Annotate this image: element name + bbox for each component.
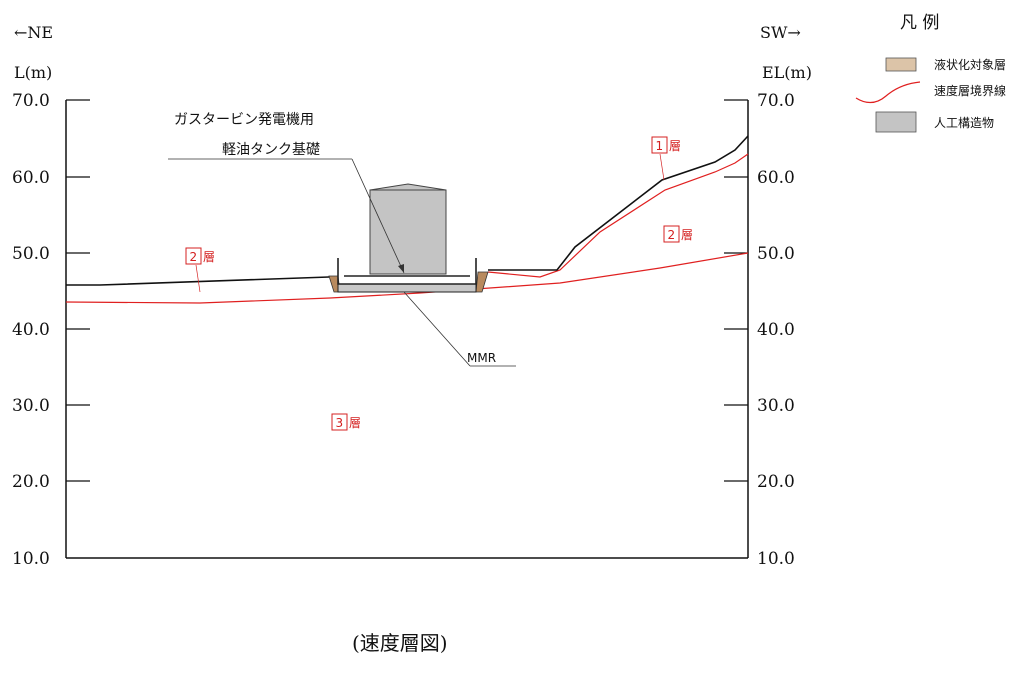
layer-label-3: 3 層 [331,413,361,431]
layer-suffix: 層 [681,228,693,242]
velocity-boundary-2-3 [65,252,749,304]
tick-label-right-60: 60.0 [757,168,795,188]
mmr-leader-line [403,291,471,367]
layer-number: 1 [656,139,664,153]
tick-label-left-20: 20.0 [12,472,50,492]
structure-leader-line [351,158,405,274]
layer-suffix: 層 [203,250,215,264]
foundation-walls [337,258,477,285]
legend-label-velocity-boundary: 速度層境界線 [934,83,1006,98]
layer-number: 3 [336,416,344,430]
legend: 凡 例 液状化対象層 速度層境界線 人工構造物 [855,13,1006,133]
liquefiable-layer-right [475,271,489,293]
layer-box [331,413,348,431]
mmr-label: MMR [467,351,496,365]
layer-number: 2 [190,250,198,264]
oil-tank [369,189,447,275]
tick-label-right-40: 40.0 [757,320,795,340]
legend-swatch-structure [875,111,917,133]
legend-label-liquefiable: 液状化対象層 [934,57,1006,72]
right-axis-label: EL(m) [762,63,812,82]
tick-label-right-70: 70.0 [757,91,795,111]
axis-ticks [66,99,748,482]
velocity-boundary-1-2 [487,153,749,278]
tick-label-left-50: 50.0 [12,244,50,264]
layer-2-left-leader [195,264,201,293]
structure-leader-arrow [398,264,404,273]
layer-label-2-left: 2 層 [185,247,215,265]
tick-label-left-30: 30.0 [12,396,50,416]
tick-label-left-60: 60.0 [12,168,50,188]
direction-right: SW→ [760,23,801,42]
tick-label-right-10: 10.0 [757,549,795,569]
tick-label-left-10: 10.0 [12,549,50,569]
tick-label-right-30: 30.0 [757,396,795,416]
tick-label-left-40: 40.0 [12,320,50,340]
layer-1-leader [659,153,665,181]
layer-suffix: 層 [669,139,681,153]
direction-left: ←NE [14,23,53,42]
legend-swatch-velocity-boundary [855,81,921,104]
tick-label-right-50: 50.0 [757,244,795,264]
layer-box [663,225,680,243]
legend-swatch-liquefiable [885,57,917,72]
layer-box [651,136,668,154]
layer-box [185,247,202,265]
oil-tank-roof [369,183,447,191]
layer-label-2-right: 2 層 [663,225,693,243]
structure-label-line1: ガスタービン発電機用 [174,112,314,128]
figure-caption: (速度層図) [352,631,448,655]
layer-suffix: 層 [349,416,361,430]
layer-label-1: 1 層 [651,136,681,154]
ground-surface-left [66,276,330,286]
legend-label-structure: 人工構造物 [934,116,994,130]
tick-label-left-70: 70.0 [12,91,50,111]
tick-label-right-20: 20.0 [757,472,795,492]
legend-title: 凡 例 [900,13,939,33]
mmr-block [337,283,477,293]
left-axis-label: L(m) [14,63,52,82]
structure-label-line2: 軽油タンク基礎 [222,141,320,158]
layer-number: 2 [668,228,676,242]
ground-surface-right [488,135,749,271]
